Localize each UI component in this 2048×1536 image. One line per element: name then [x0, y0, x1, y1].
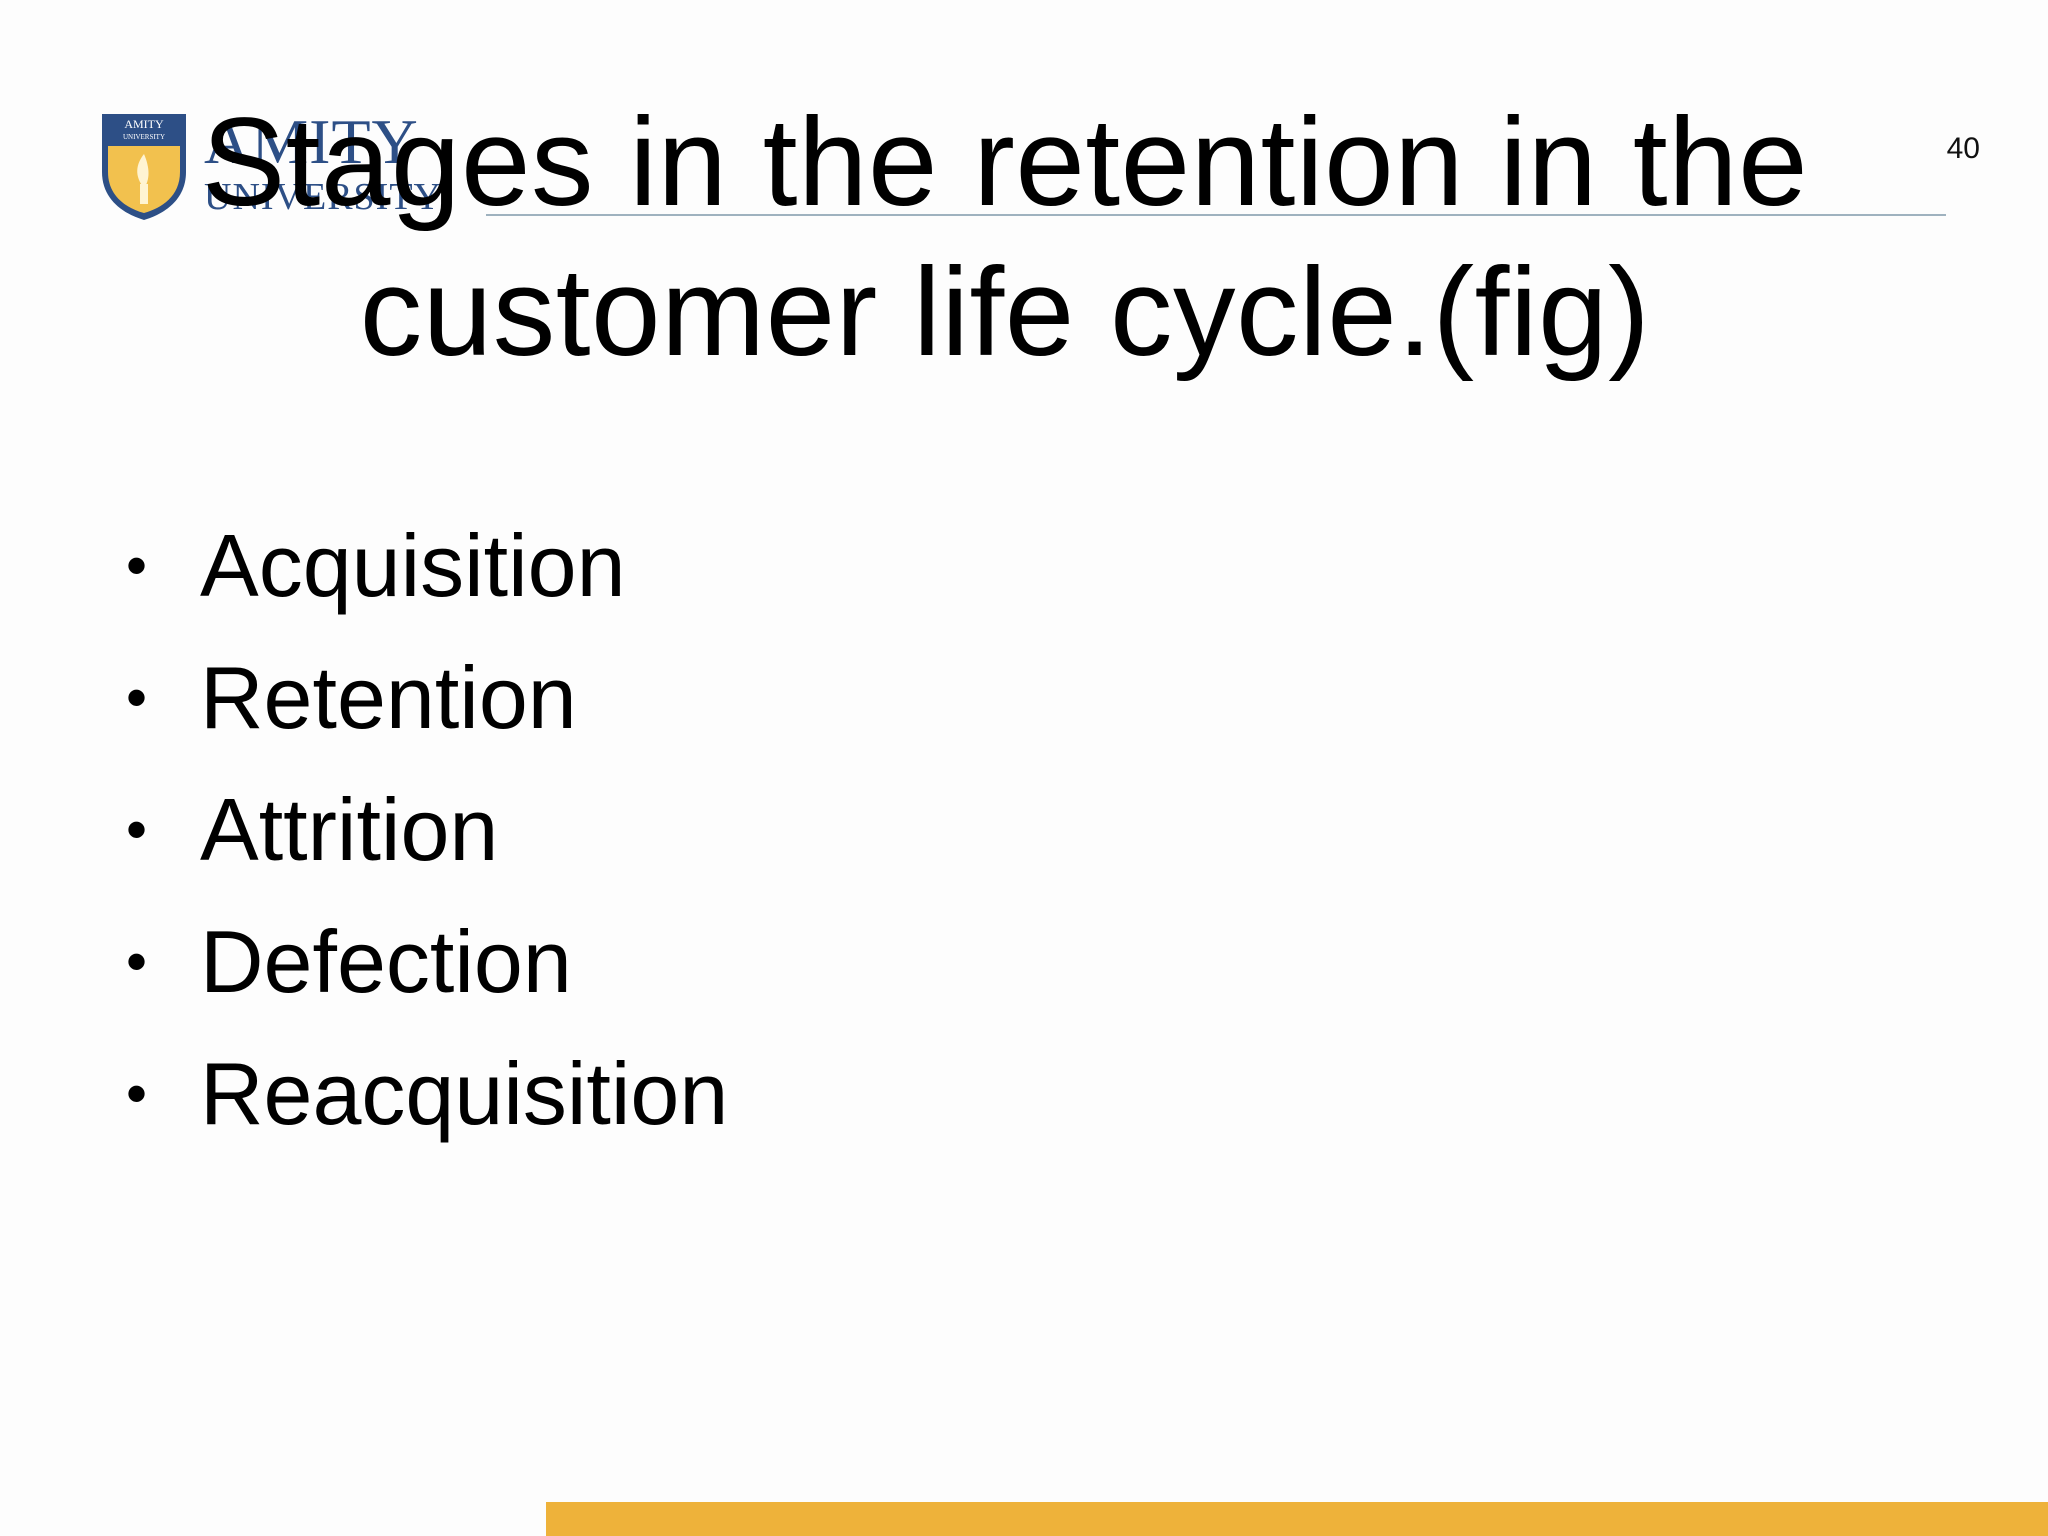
bullet-list: • Acquisition • Retention • Attrition • …	[120, 500, 728, 1160]
bullet-item: • Attrition	[120, 764, 728, 896]
bullet-dot-icon: •	[126, 664, 148, 731]
logo-subtitle: UNIVERSITY	[204, 176, 442, 218]
footer-accent-bar	[546, 1502, 2048, 1536]
bullet-item: • Acquisition	[120, 500, 728, 632]
bullet-dot-icon: •	[126, 796, 148, 863]
university-shield-icon: AMITY UNIVERSITY	[102, 114, 186, 220]
bullet-dot-icon: •	[126, 928, 148, 995]
bullet-text: Defection	[200, 912, 572, 1011]
header-divider	[486, 214, 1946, 216]
bullet-dot-icon: •	[126, 532, 148, 599]
page-number: 40	[1946, 132, 1980, 165]
bullet-item: • Reacquisition	[120, 1028, 728, 1160]
logo-wordmark: AMITY	[204, 106, 419, 177]
bullet-text: Acquisition	[200, 516, 626, 615]
bullet-text: Reacquisition	[200, 1044, 729, 1143]
bullet-dot-icon: •	[126, 1060, 148, 1127]
svg-text:UNIVERSITY: UNIVERSITY	[123, 133, 165, 141]
bullet-text: Attrition	[200, 780, 499, 879]
bullet-text: Retention	[200, 648, 577, 747]
bullet-item: • Defection	[120, 896, 728, 1028]
bullet-item: • Retention	[120, 632, 728, 764]
svg-text:AMITY: AMITY	[124, 117, 164, 131]
slide-title: Stages in the retention in the customer …	[201, 93, 1809, 382]
amity-university-logo: AMITY UNIVERSITY AMITY UNIVERSITY	[98, 106, 458, 226]
